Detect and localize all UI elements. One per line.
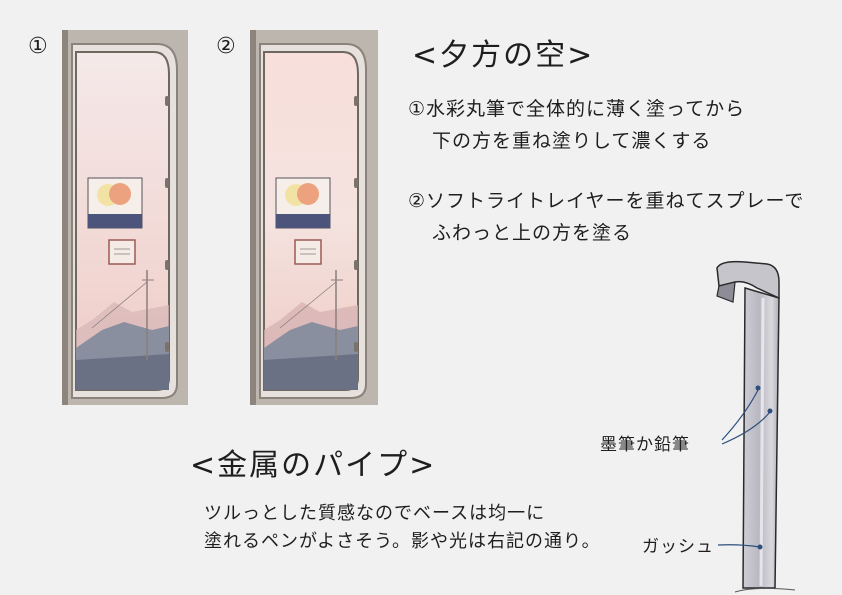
annotation-leader-lines <box>717 389 770 548</box>
sky-step-1: ①水彩丸筆で全体的に薄く塗ってから 下の方を重ね塗りして濃くする <box>408 93 745 157</box>
sky-section-heading: <夕方の空> <box>412 38 595 73</box>
annotation-pencil-label: 墨筆か鉛筆 <box>600 435 690 455</box>
sky-step-2: ②ソフトライトレイヤーを重ねてスプレーで ふわっと上の方を塗る <box>408 185 804 249</box>
panel-1-number: ① <box>28 34 48 59</box>
train-window-panel-2 <box>250 30 378 405</box>
annotation-dot-2 <box>767 408 773 414</box>
sky-step-2-line-1: ②ソフトライトレイヤーを重ねてスプレーで <box>408 190 805 212</box>
train-window-illustration <box>62 30 188 405</box>
pipe-description: ツルっとした質感なのでベースは均一に 塗れるペンがよさそう。影や光は右記の通り。 <box>204 500 601 556</box>
panel-2-number: ② <box>216 34 236 59</box>
train-window-panel-1 <box>62 30 188 405</box>
metal-pipe-illustration <box>705 258 805 595</box>
sky-step-1-line-2: 下の方を重ね塗りして濃くする <box>432 130 712 152</box>
sky-step-1-line-1: ①水彩丸筆で全体的に薄く塗ってから <box>408 98 746 120</box>
annotation-dot-1 <box>755 385 761 391</box>
train-window-illustration <box>250 30 378 405</box>
annotation-gouache-label: ガッシュ <box>642 537 714 557</box>
pipe-description-line-2: 塗れるペンがよさそう。影や光は右記の通り。 <box>204 531 601 552</box>
sky-step-2-line-2: ふわっと上の方を塗る <box>432 222 633 244</box>
pipe-description-line-1: ツルっとした質感なのでベースは均一に <box>204 503 546 524</box>
pipe-section-heading: <金属のパイプ> <box>190 448 437 483</box>
